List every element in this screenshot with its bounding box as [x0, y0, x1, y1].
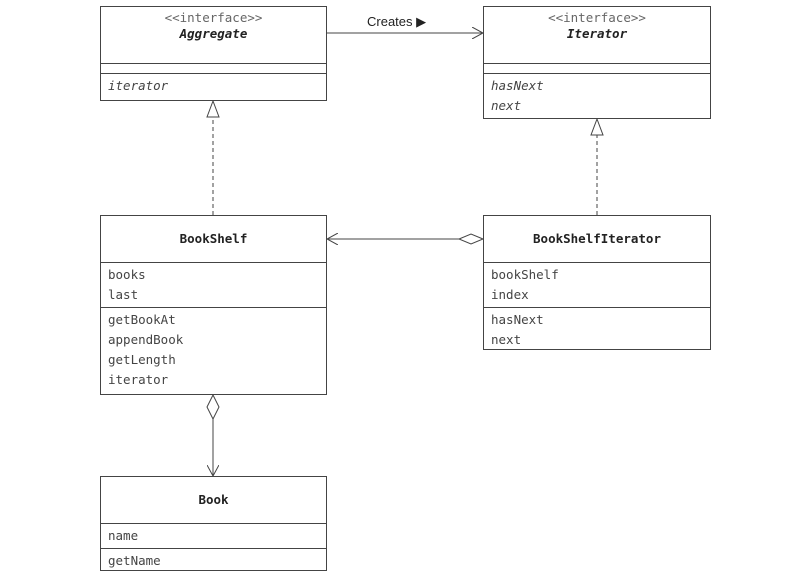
bookshelf-method-getlength: getLength	[108, 352, 176, 367]
bookshelf-class[interactable]: BookShelf books last getBookAt appendBoo…	[100, 215, 327, 395]
bookshelfiterator-method-next: next	[491, 332, 522, 347]
bookshelf-methods: getBookAt appendBook getLength iterator	[101, 307, 326, 392]
bookshelf-method-getbookat: getBookAt	[108, 312, 176, 327]
iterator-realization-arrowhead	[590, 117, 604, 136]
book-header: Book	[101, 477, 326, 523]
bookshelfiterator-methods: hasNext next	[484, 307, 710, 352]
bookshelf-realization-arrowhead	[206, 99, 220, 118]
iterator-header: <<interface>> Iterator	[484, 7, 710, 63]
iterator-aggregation-diamond	[457, 233, 485, 245]
aggregate-methods: iterator	[101, 73, 326, 98]
aggregate-method-iterator: iterator	[108, 78, 169, 93]
aggregate-class[interactable]: <<interface>> Aggregate iterator	[100, 6, 327, 101]
bookshelf-name: BookShelf	[179, 231, 248, 246]
iterator-method-hasnext: hasNext	[491, 78, 544, 93]
iterator-stereotype: <<interface>>	[548, 10, 646, 25]
bookshelfiterator-method-hasnext: hasNext	[491, 312, 544, 327]
book-name: Book	[198, 492, 229, 507]
iterator-name: Iterator	[566, 26, 628, 41]
iterator-class[interactable]: <<interface>> Iterator hasNext next	[483, 6, 711, 119]
iterator-fields	[484, 63, 710, 73]
bookshelfiterator-class[interactable]: BookShelfIterator bookShelf index hasNex…	[483, 215, 711, 350]
book-field-name: name	[108, 528, 139, 543]
aggregate-stereotype: <<interface>>	[164, 10, 263, 25]
book-methods: getName	[101, 548, 326, 573]
bookshelfiterator-fields: bookShelf index	[484, 262, 710, 307]
aggregate-header: <<interface>> Aggregate	[101, 7, 326, 63]
aggregate-name: Aggregate	[179, 26, 248, 41]
bookshelf-fields: books last	[101, 262, 326, 307]
bookshelf-field-last: last	[108, 287, 139, 302]
creates-label: Creates ▶	[367, 14, 427, 29]
book-fields: name	[101, 523, 326, 548]
bookshelf-method-iterator: iterator	[108, 372, 169, 387]
book-class[interactable]: Book name getName	[100, 476, 327, 571]
bookshelf-method-appendbook: appendBook	[108, 332, 184, 347]
iterator-method-next: next	[491, 98, 522, 113]
aggregate-fields	[101, 63, 326, 73]
iterator-methods: hasNext next	[484, 73, 710, 118]
book-aggregation-diamond	[206, 393, 220, 421]
bookshelfiterator-header: BookShelfIterator	[484, 216, 710, 262]
bookshelf-field-books: books	[108, 267, 146, 282]
bookshelfiterator-name: BookShelfIterator	[533, 231, 661, 246]
book-method-getname: getName	[108, 553, 161, 568]
bookshelfiterator-field-index: index	[491, 287, 529, 302]
bookshelf-header: BookShelf	[101, 216, 326, 262]
bookshelfiterator-field-bookshelf: bookShelf	[491, 267, 559, 282]
